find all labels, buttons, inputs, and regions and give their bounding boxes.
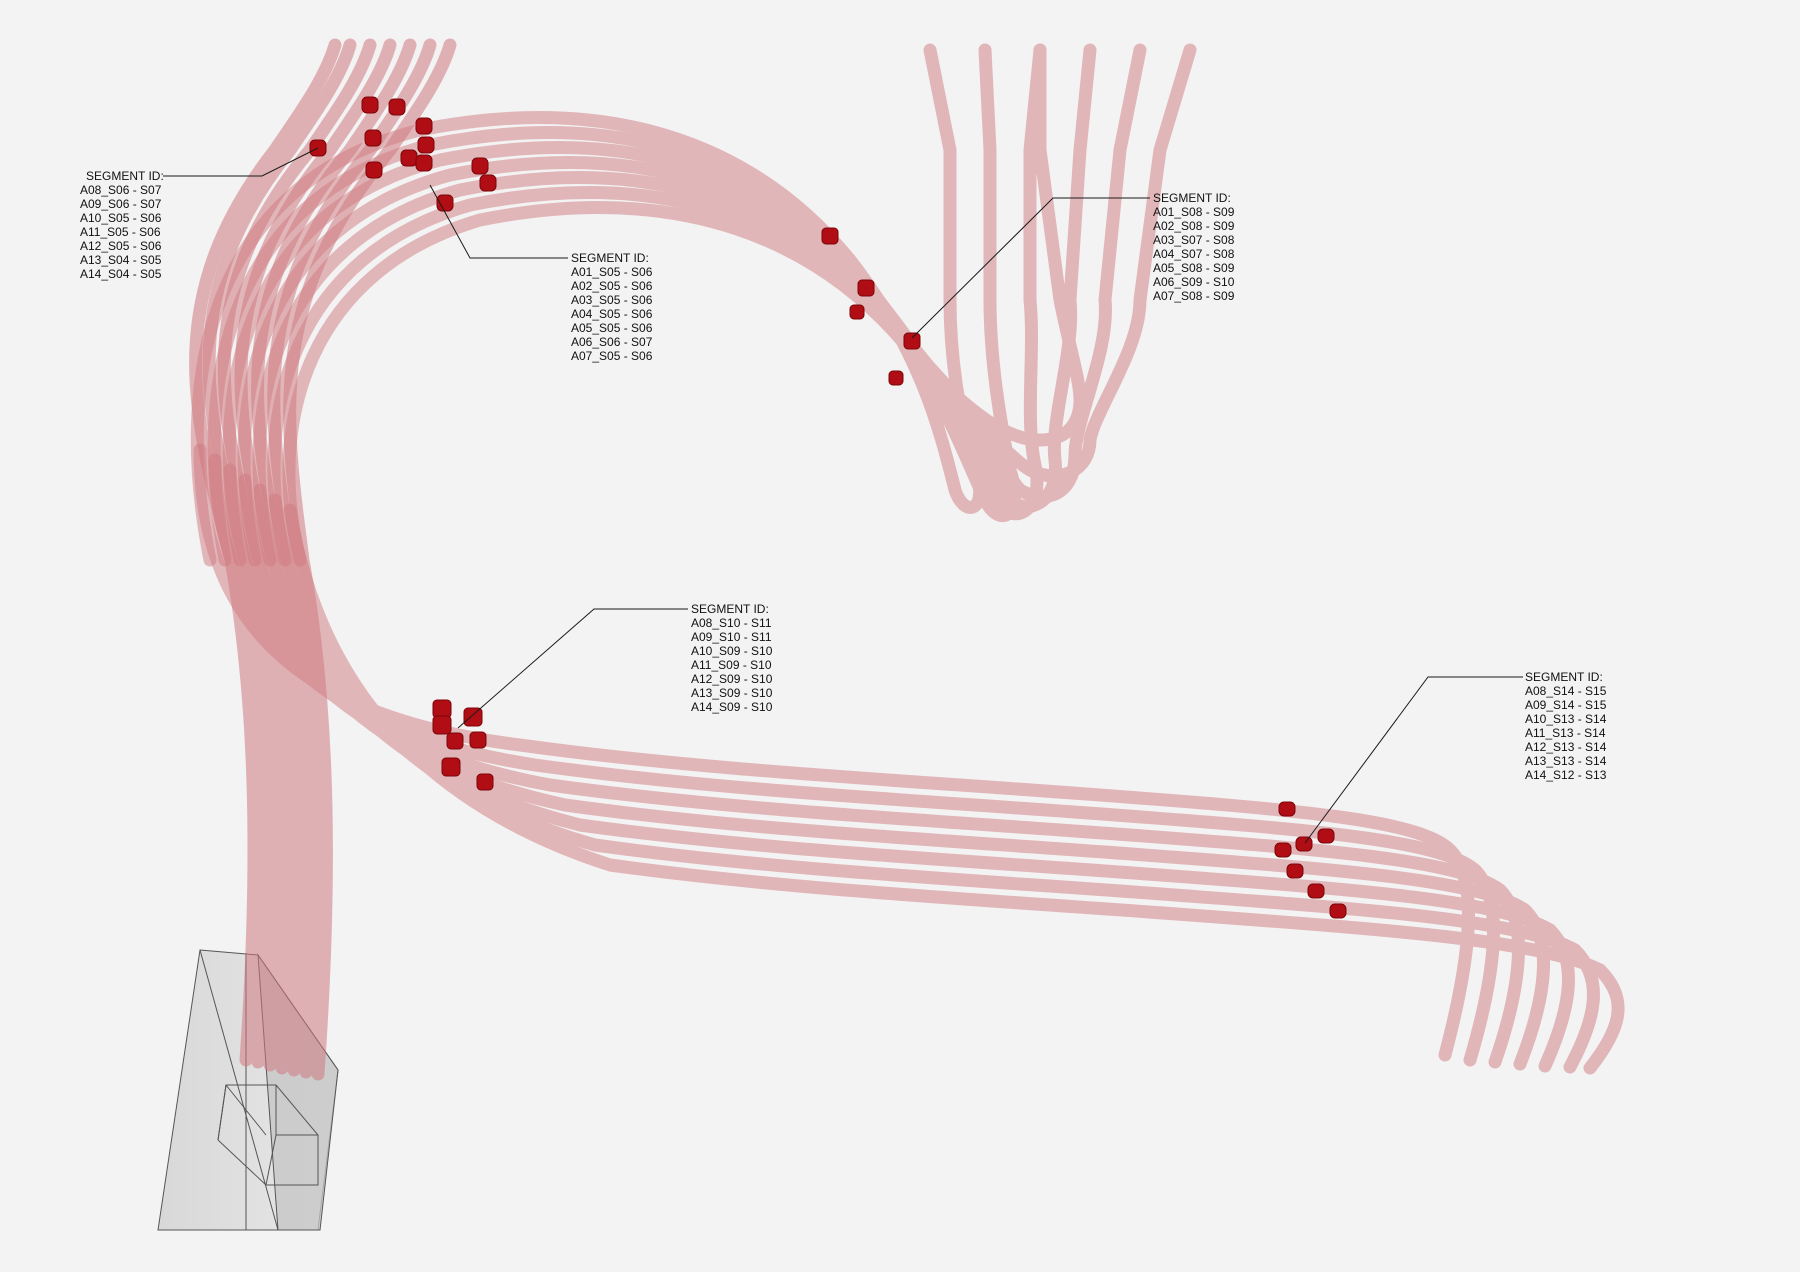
segment-id: A10_S09 - S10 bbox=[691, 644, 773, 658]
segment-id: A04_S07 - S08 bbox=[1153, 247, 1235, 261]
leader-right-bottom bbox=[1304, 676, 1523, 844]
leader-middle bbox=[457, 608, 688, 729]
callout-heading: SEGMENT ID: bbox=[691, 602, 769, 616]
segment-id: A10_S13 - S14 bbox=[1525, 712, 1607, 726]
callout-right-bottom: SEGMENT ID: A08_S14 - S15 A09_S14 - S15 … bbox=[1525, 670, 1606, 782]
callout-middle: SEGMENT ID: A08_S10 - S11 A09_S10 - S11 … bbox=[691, 602, 772, 714]
callout-heading: SEGMENT ID: bbox=[1153, 191, 1231, 205]
segment-id: A08_S14 - S15 bbox=[1525, 684, 1607, 698]
segment-id: A09_S10 - S11 bbox=[691, 630, 772, 644]
segment-id: A06_S09 - S10 bbox=[1153, 275, 1235, 289]
segment-id-list: A01_S08 - S09 A02_S08 - S09 A03_S07 - S0… bbox=[1153, 205, 1234, 303]
segment-id-list: A01_S05 - S06 A02_S05 - S06 A03_S05 - S0… bbox=[571, 265, 652, 363]
inner-box bbox=[217, 1084, 319, 1186]
segment-markers bbox=[309, 96, 1347, 919]
leader-center-top bbox=[429, 184, 568, 259]
segment-id: A11_S05 - S06 bbox=[80, 225, 161, 239]
segment-id: A03_S05 - S06 bbox=[571, 293, 653, 307]
segment-id: A12_S09 - S10 bbox=[691, 672, 773, 686]
segment-id: A01_S08 - S09 bbox=[1153, 205, 1235, 219]
marker-group-top-left bbox=[309, 96, 497, 212]
callout-right-top: SEGMENT ID: A01_S08 - S09 A02_S08 - S09 … bbox=[1153, 191, 1234, 303]
segment-id: A12_S13 - S14 bbox=[1525, 740, 1607, 754]
segment-id: A13_S09 - S10 bbox=[691, 686, 773, 700]
callout-heading: SEGMENT ID: bbox=[1525, 670, 1603, 684]
segment-id-list: A08_S06 - S07 A09_S06 - S07 A10_S05 - S0… bbox=[80, 183, 164, 281]
segment-id: A05_S05 - S06 bbox=[571, 321, 653, 335]
segment-id: A01_S05 - S06 bbox=[571, 265, 653, 279]
segment-id-list: A08_S10 - S11 A09_S10 - S11 A10_S09 - S1… bbox=[691, 616, 772, 714]
segment-id: A14_S04 - S05 bbox=[80, 267, 162, 281]
segment-id: A04_S05 - S06 bbox=[571, 307, 653, 321]
segment-id: A14_S12 - S13 bbox=[1525, 768, 1607, 782]
segment-id: A07_S05 - S06 bbox=[571, 349, 653, 363]
segment-id: A11_S13 - S14 bbox=[1525, 726, 1606, 740]
tube-bundle-lower-arc bbox=[193, 443, 1625, 1075]
segment-id: A13_S13 - S14 bbox=[1525, 754, 1607, 768]
segment-id: A02_S05 - S06 bbox=[571, 279, 653, 293]
segment-id: A13_S04 - S05 bbox=[80, 253, 162, 267]
marker-group-top-right bbox=[821, 227, 921, 386]
segment-id: A09_S06 - S07 bbox=[80, 197, 162, 211]
callout-heading: SEGMENT ID: bbox=[86, 169, 164, 183]
leader-lines bbox=[163, 147, 1523, 844]
segment-id: A09_S14 - S15 bbox=[1525, 698, 1607, 712]
segment-id: A07_S08 - S09 bbox=[1153, 289, 1235, 303]
segment-id: A08_S10 - S11 bbox=[691, 616, 772, 630]
tube-bundle-upper-arc bbox=[190, 43, 1197, 567]
segment-id: A06_S06 - S07 bbox=[571, 335, 653, 349]
segment-id: A08_S06 - S07 bbox=[80, 183, 162, 197]
callout-left-top: SEGMENT ID: A08_S06 - S07 A09_S06 - S07 … bbox=[80, 169, 164, 281]
leader-right-top bbox=[911, 197, 1150, 339]
segment-id: A03_S07 - S08 bbox=[1153, 233, 1235, 247]
segment-id: A02_S08 - S09 bbox=[1153, 219, 1235, 233]
segment-id: A10_S05 - S06 bbox=[80, 211, 162, 225]
callout-heading: SEGMENT ID: bbox=[571, 251, 649, 265]
segment-id: A05_S08 - S09 bbox=[1153, 261, 1235, 275]
segment-id: A14_S09 - S10 bbox=[691, 700, 773, 714]
marker-group-bottom-right bbox=[1274, 801, 1347, 919]
marker-group-middle bbox=[432, 699, 494, 791]
callout-center-top: SEGMENT ID: A01_S05 - S06 A02_S05 - S06 … bbox=[571, 251, 652, 363]
leader-left-top bbox=[163, 147, 319, 177]
segment-id-list: A08_S14 - S15 A09_S14 - S15 A10_S13 - S1… bbox=[1525, 684, 1606, 782]
segment-id: A12_S05 - S06 bbox=[80, 239, 162, 253]
segment-id: A11_S09 - S10 bbox=[691, 658, 772, 672]
